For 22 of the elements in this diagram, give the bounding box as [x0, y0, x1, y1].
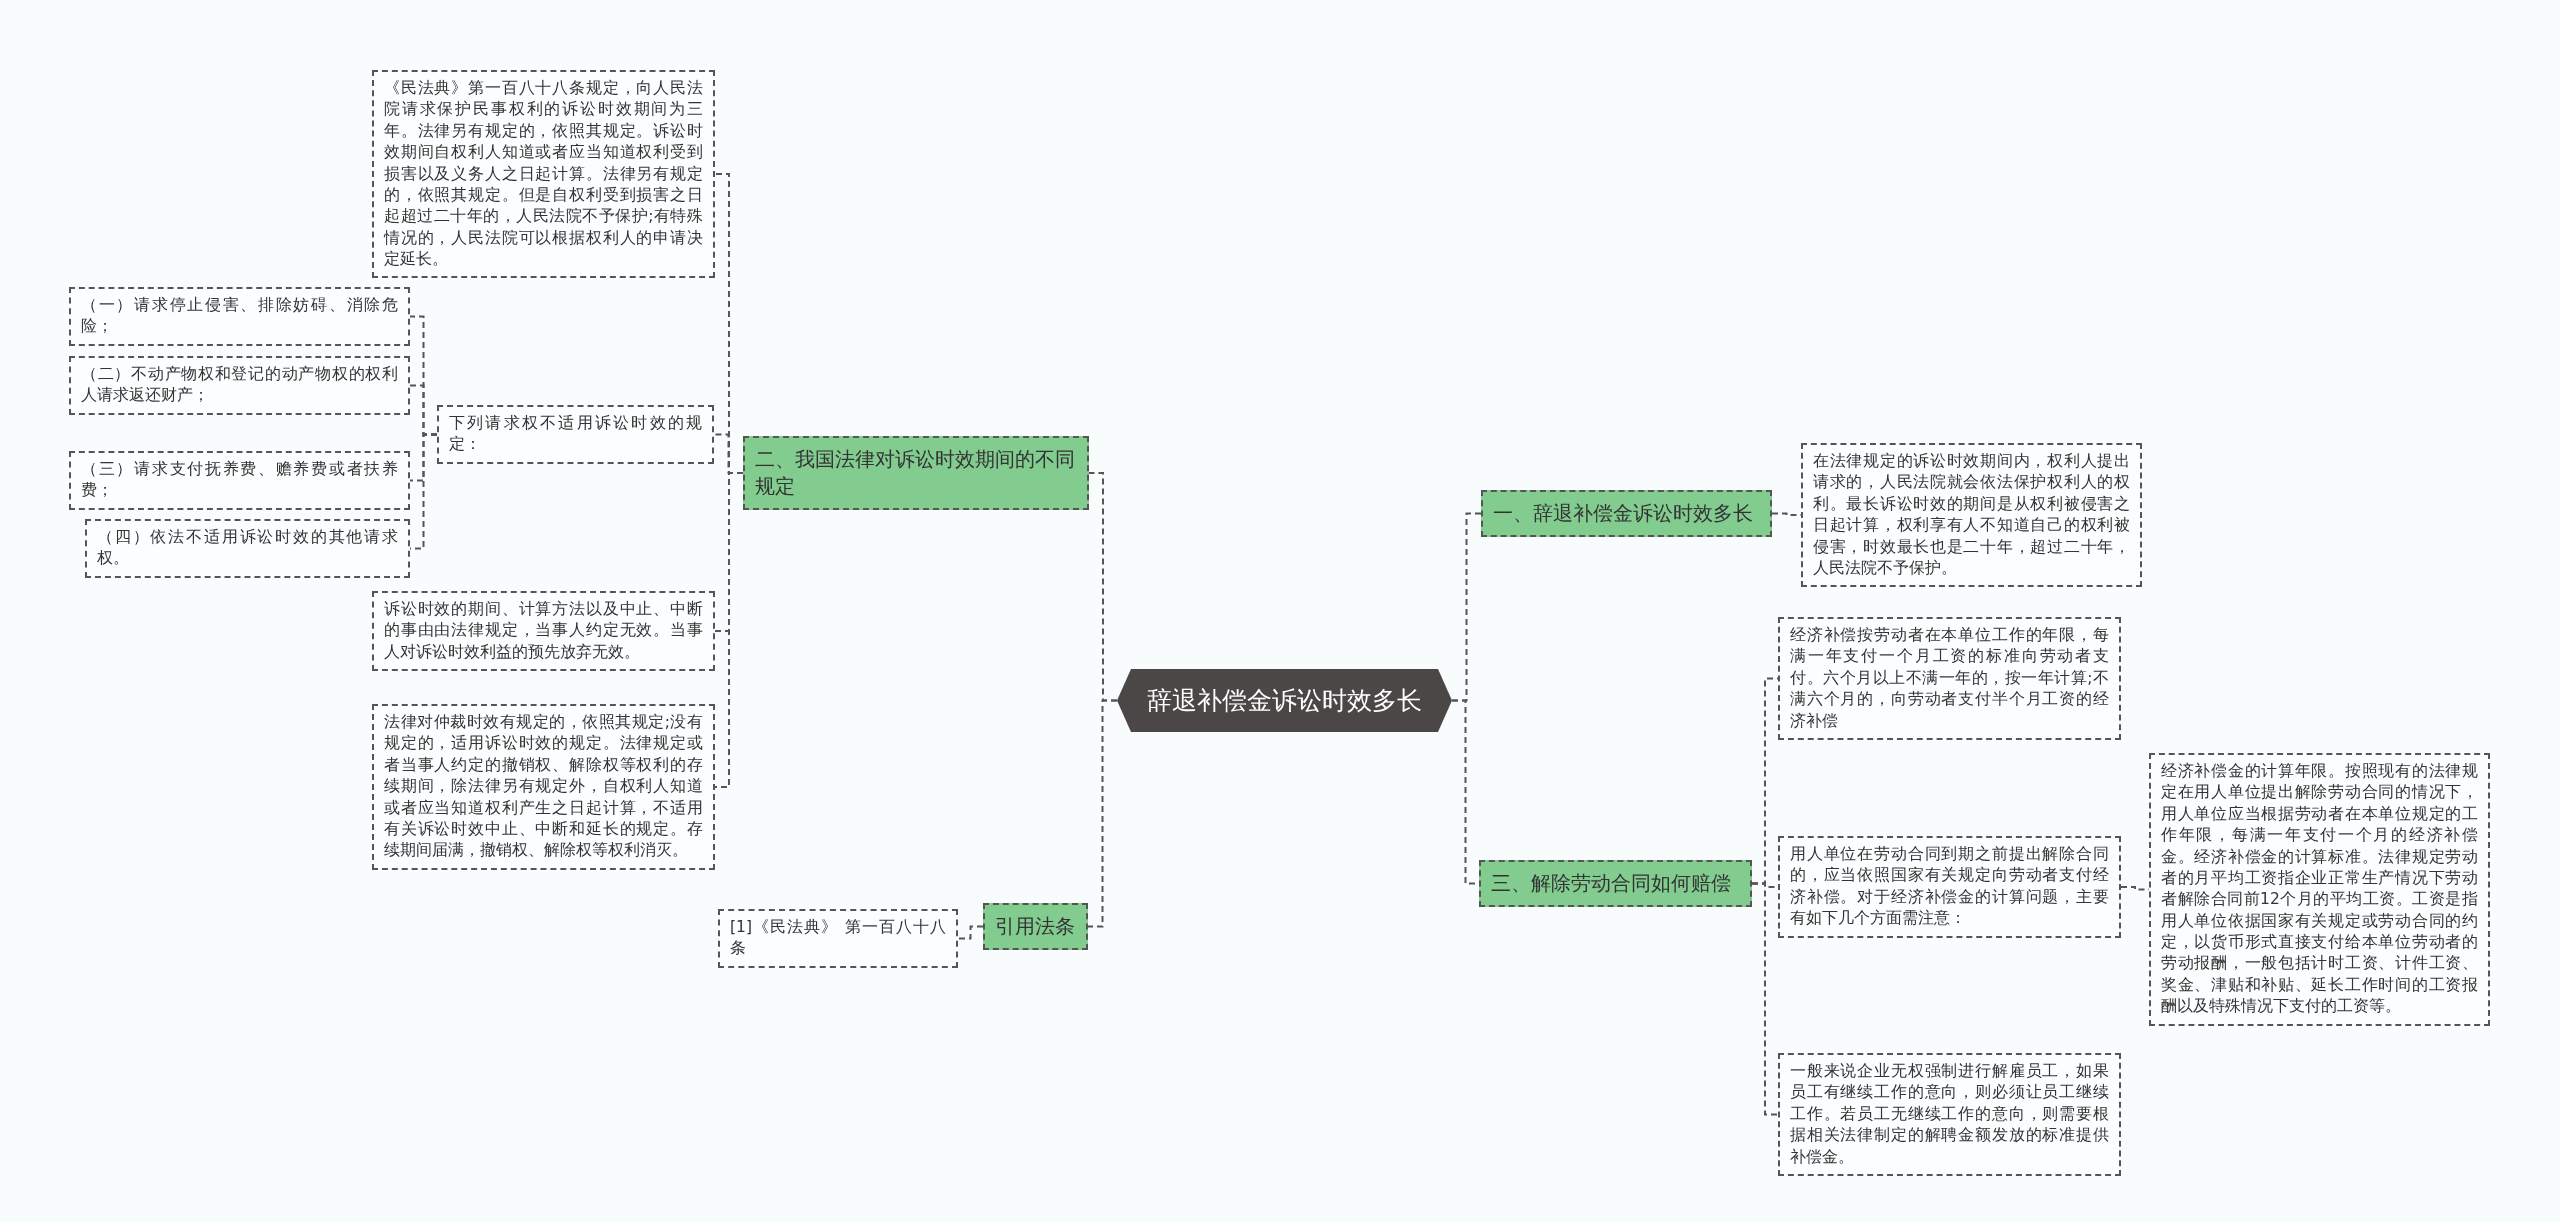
text-box: 经济补偿按劳动者在本单位工作的年限，每满一年支付一个月工资的标准向劳动者支付。六个月以上不满一年的，按一年计算;不满六个月的，向劳动者支付半个月工资的经济补偿	[1778, 617, 2121, 740]
topic-box: 一、辞退补偿金诉讼时效多长	[1481, 490, 1772, 537]
text-box: 在法律规定的诉讼时效期间内，权利人提出请求的，人民法院就会依法保护权利人的权利。最长诉讼时效的期间是从权利被侵害之日起计算，权利享有人不知道自己的权利被侵害，时效最长也是二十年，超过二十年，人民法院不予保护。	[1801, 443, 2142, 588]
text-box: 一般来说企业无权强制进行解雇员工，如果员工有继续工作的意向，则必须让员工继续工作。若员工无继续工作的意向，则需要根据相关法律制定的解聘金额发放的标准提供补偿金。	[1778, 1053, 2121, 1176]
topic-box: 引用法条	[983, 903, 1088, 950]
connector-line	[957, 925, 984, 940]
text-box: 诉讼时效的期间、计算方法以及中止、中断的事由由法律规定，当事人约定无效。当事人对诉讼时效利益的预先放弃无效。	[372, 591, 715, 672]
central-topic: 辞退补偿金诉讼时效多长	[1117, 669, 1452, 732]
text-box: 法律对仲裁时效有规定的，依照其规定;没有规定的，适用诉讼时效的规定。法律规定或者当事人约定的撤销权、解除权等权利的存续期间，除法律另有规定外，自权利人知道或者应当知道权利产生之日起计算，不适用有关诉讼时效中止、中断和延长的规定。存续期间届满，撤销权、解除权等权利消灭。	[372, 704, 715, 870]
text-box: 经济补偿金的计算年限。按照现有的法律规定在用人单位提出解除劳动合同的情况下，用人单位应当根据劳动者在本单位规定的工作年限，每满一年支付一个月的经济补偿金。经济补偿金的计算标准。法律规定劳动者的月平均工资指企业正常生产情况下劳动者解除合同前12个月的平均工资。工资是指用人单位依据国家有关规定或劳动合同的约定，以货币形式直接支付给本单位劳动者的劳动报酬，一般包括计时工资、计件工资、奖金、津贴和补贴、延长工作时间的工资报酬以及特殊情况下支付的工资等。	[2149, 753, 2490, 1026]
text-box: 用人单位在劳动合同到期之前提出解除合同的，应当依照国家有关规定向劳动者支付经济补偿。对于经济补偿金的计算问题，主要有如下几个方面需注意：	[1778, 836, 2121, 938]
text-box: [1]《民法典》 第一百八十八条	[718, 909, 958, 968]
topic-box: 二、我国法律对诉讼时效期间的不同规定	[743, 436, 1089, 510]
text-box: （四）依法不适用诉讼时效的其他请求权。	[85, 519, 410, 578]
connector-line	[1751, 882, 1779, 1116]
text-box: 《民法典》第一百八十八条规定，向人民法院请求保护民事权利的诉讼时效期间为三年。法律另有规定的，依照其规定。诉讼时效期间自权利人知道或者应当知道权利受到损害以及义务人之日起计算。法律另有规定的，依照其规定。但是自权利受到损害之日起超过二十年的，人民法院不予保护;有特殊情况的，人民法院可以根据权利人的申请决定延长。	[372, 70, 715, 279]
text-box: （三）请求支付抚养费、赡养费或者扶养费；	[69, 451, 410, 510]
text-box: （二）不动产物权和登记的动产物权的权利人请求返还财产；	[69, 356, 410, 415]
text-box: 下列请求权不适用诉讼时效的规定：	[437, 405, 714, 464]
connector-line	[1087, 699, 1118, 928]
text-box: （一）请求停止侵害、排除妨碍、消除危险；	[69, 287, 410, 346]
topic-box: 三、解除劳动合同如何赔偿	[1479, 860, 1752, 907]
